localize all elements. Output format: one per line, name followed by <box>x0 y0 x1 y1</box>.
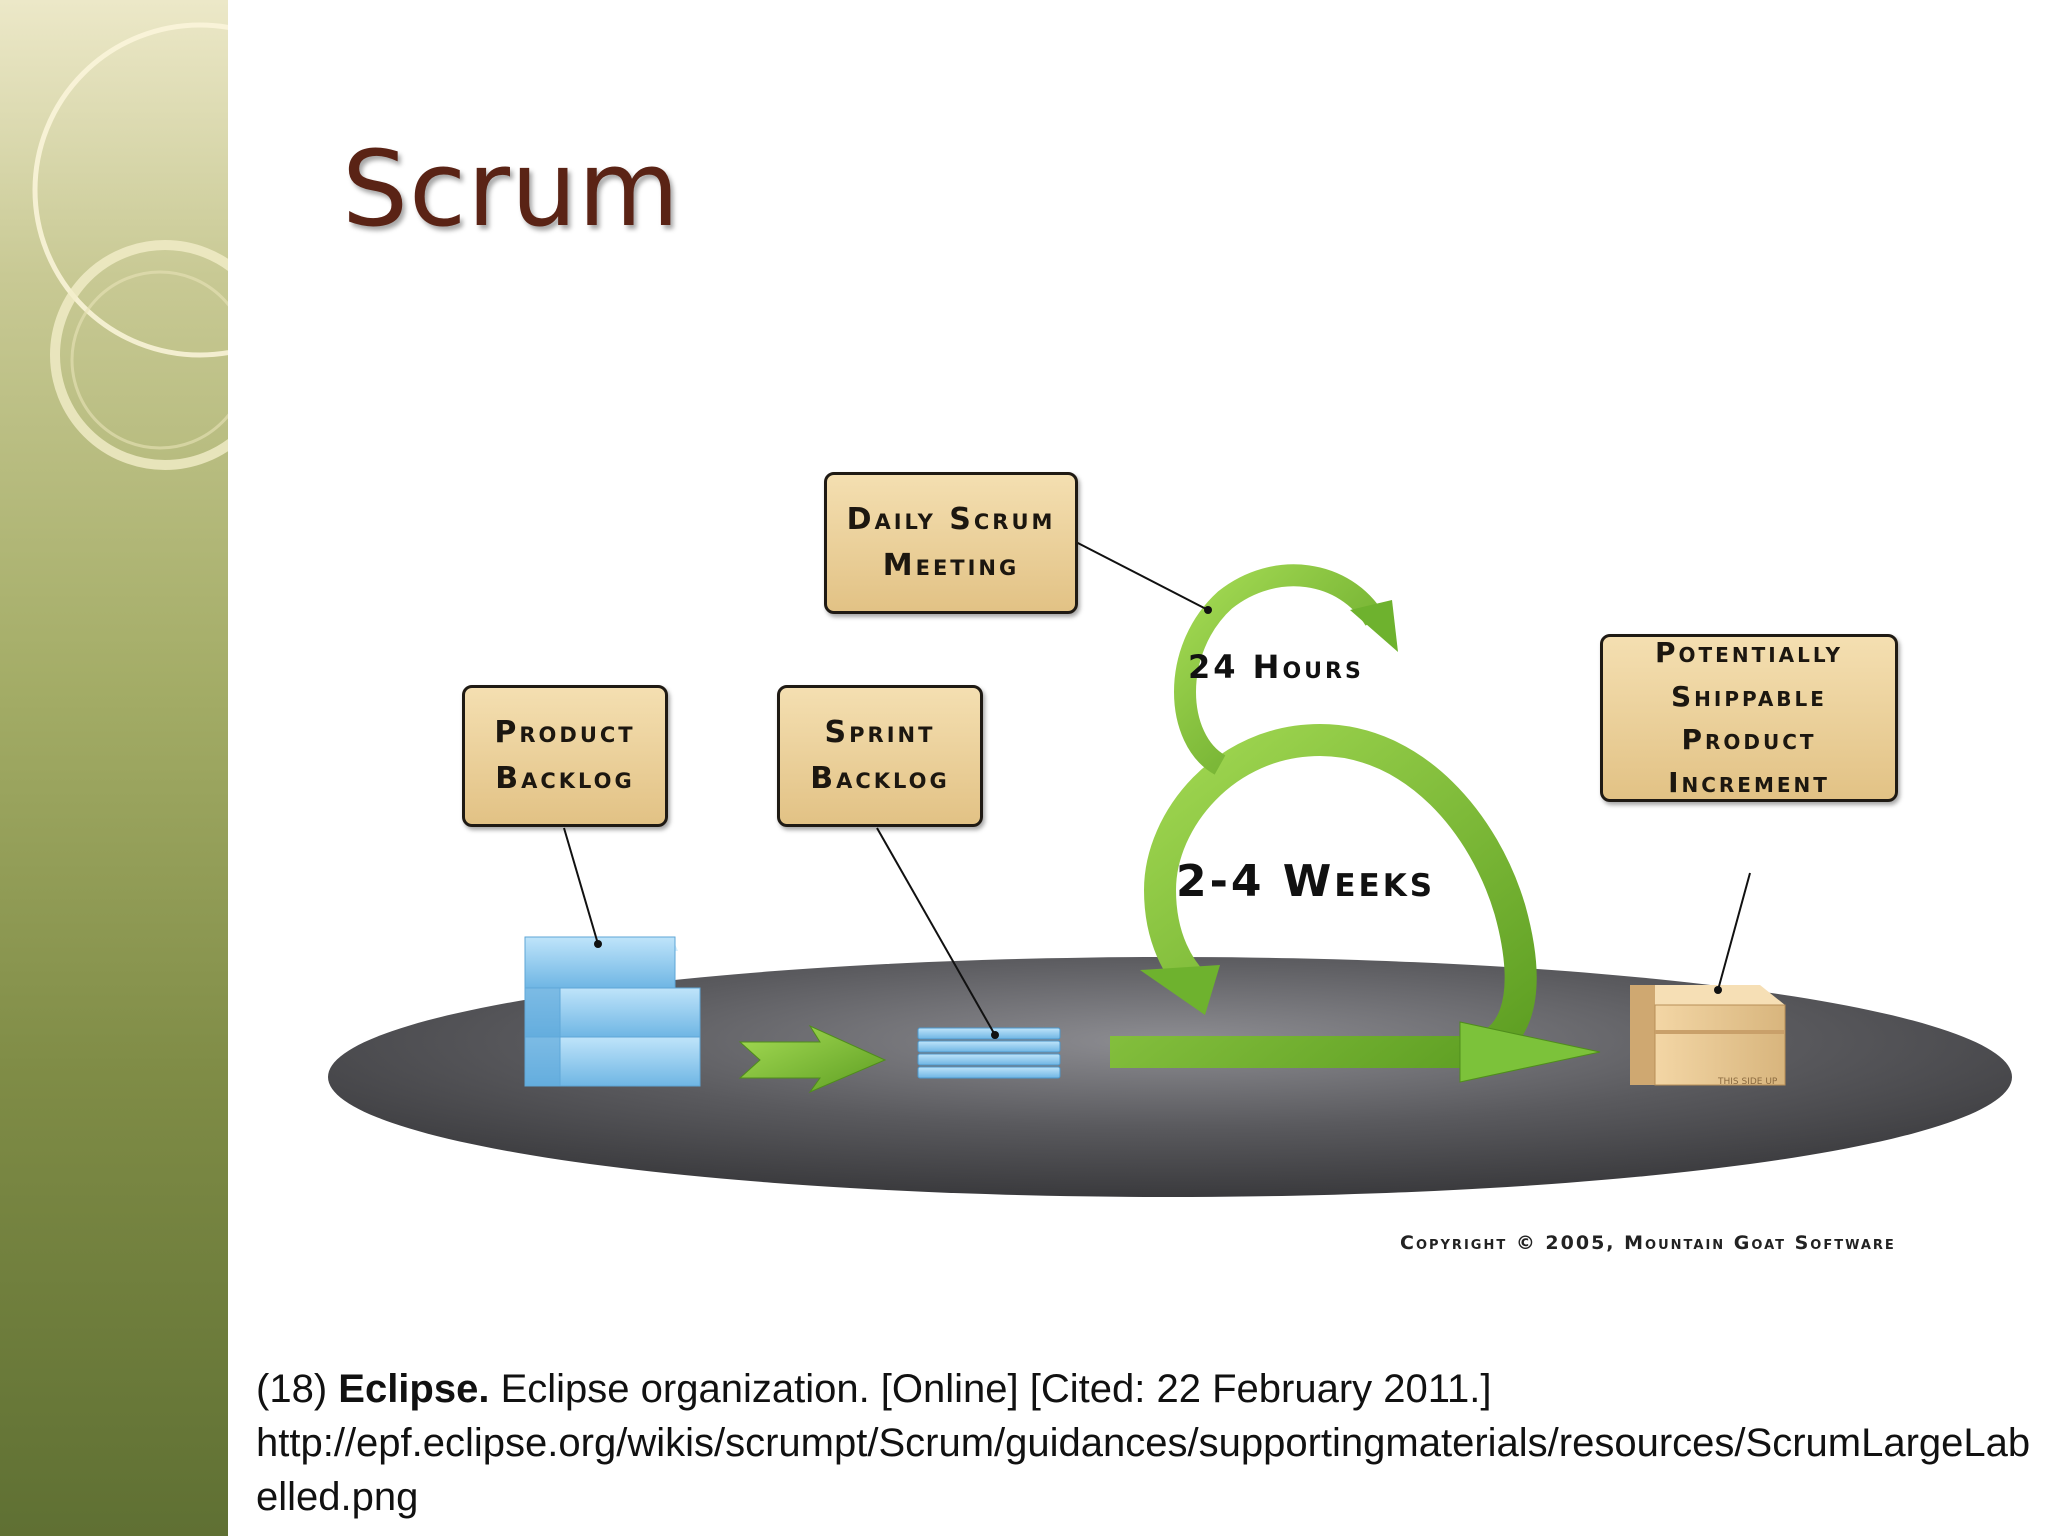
reference-citation: (18) Eclipse. Eclipse organization. [Onl… <box>256 1362 2036 1524</box>
citation-url[interactable]: http://epf.eclipse.org/wikis/scrumpt/Scr… <box>256 1421 2031 1519</box>
backlog-flow-arrow <box>738 1024 887 1094</box>
daily-scrum-meeting-box: Daily Scrum Meeting <box>824 472 1078 614</box>
citation-source: Eclipse. <box>338 1367 490 1411</box>
diagram-copyright: Copyright © 2005, Mountain Goat Software <box>1400 1232 1896 1254</box>
product-backlog-blocks <box>524 936 701 1087</box>
sprint-cycle-arrow <box>1110 723 1601 1083</box>
daily-cycle-arrow <box>1174 564 1398 775</box>
product-backlog-box: Product Backlog <box>462 685 668 827</box>
shippable-product-crate <box>1630 985 1786 1086</box>
scrum-illustration <box>328 539 2012 1197</box>
sprint-backlog-box: Sprint Backlog <box>777 685 983 827</box>
slide-title: Scrum <box>342 128 681 250</box>
decorative-sidebar <box>0 0 228 1536</box>
platform-ellipse <box>328 957 2012 1197</box>
sprint-cycle-label: 2-4 Weeks <box>1176 856 1436 907</box>
daily-cycle-label: 24 Hours <box>1188 648 1364 686</box>
citation-text: Eclipse organization. [Online] [Cited: 2… <box>500 1367 1492 1411</box>
potentially-shippable-product-increment-box: Potentially Shippable Product Increment <box>1600 634 1898 802</box>
citation-number: (18) <box>256 1367 328 1411</box>
scrum-process-diagram: Daily Scrum Meeting Product Backlog Spri… <box>300 440 2040 1320</box>
crate-side-label: THIS SIDE UP <box>1718 1077 1778 1087</box>
sidebar-rings-decoration <box>32 22 228 470</box>
sprint-backlog-plates <box>917 1027 1061 1079</box>
